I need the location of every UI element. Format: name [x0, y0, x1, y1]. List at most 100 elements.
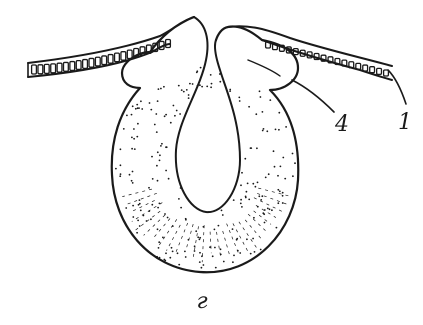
stipple-dot	[206, 86, 208, 88]
stipple-dot	[119, 175, 121, 177]
stipple-dot	[277, 189, 279, 191]
stipple-dot	[238, 97, 240, 99]
hatch-line	[254, 198, 283, 212]
stipple-dot	[199, 237, 201, 239]
stipple-dot	[129, 174, 131, 176]
stipple-dot	[269, 99, 271, 101]
stipple-dot	[260, 199, 262, 201]
stipple-dot	[277, 202, 279, 204]
stipple-dot	[278, 112, 280, 114]
stipple-dot	[194, 250, 196, 252]
stipple-dot	[194, 245, 196, 247]
stipple-dot	[159, 154, 161, 156]
stipple-dot	[140, 210, 142, 212]
stipple-dot	[282, 157, 284, 159]
ectoderm-cell	[64, 62, 69, 71]
stipple-dot	[132, 205, 134, 207]
stipple-dot	[276, 227, 278, 229]
stipple-dot	[158, 88, 160, 90]
stipple-dot	[259, 90, 261, 92]
stipple-dot	[170, 122, 172, 124]
stipple-dot	[257, 182, 259, 184]
stipple-dot	[201, 86, 203, 88]
stipple-dot	[269, 208, 271, 210]
hatch-line	[239, 222, 257, 248]
stipple-dot	[150, 109, 152, 111]
stipple-dot	[165, 146, 167, 148]
stipple-dot	[240, 184, 242, 186]
stipple-dot	[236, 239, 238, 241]
ectoderm-cell	[70, 62, 75, 71]
stipple-dot	[180, 207, 182, 209]
stipple-dot	[185, 218, 187, 220]
stipple-dot	[260, 96, 262, 98]
stipple-dot	[294, 162, 296, 164]
stipple-dot	[178, 85, 180, 87]
left-ectoderm-layer	[28, 17, 194, 77]
stipple-dot	[219, 81, 221, 83]
stipple-dot	[262, 130, 264, 132]
stipple-dot	[160, 88, 162, 90]
stipple-dot	[203, 264, 205, 266]
stipple-dot	[156, 256, 158, 258]
panel-label: г	[196, 289, 207, 314]
stipple-dot	[167, 217, 169, 219]
stipple-dot	[248, 199, 250, 201]
stipple-dot	[174, 115, 176, 117]
hatch-line	[257, 193, 288, 204]
stipple-dot	[185, 256, 187, 258]
stipple-dot	[215, 267, 217, 269]
stipple-dot	[271, 209, 273, 211]
stipple-dot	[150, 218, 152, 220]
stipple-dot	[141, 108, 143, 110]
stipple-dot	[148, 187, 150, 189]
hatch-line	[217, 232, 221, 258]
hatch-line	[223, 231, 230, 255]
invagination-cup	[112, 17, 299, 272]
stipple-dot	[157, 151, 159, 153]
stipple-dot	[168, 178, 170, 180]
stipple-dot	[278, 129, 280, 131]
stipple-dot	[218, 225, 220, 227]
stipple-dot	[178, 264, 180, 266]
hatch-line	[122, 189, 152, 197]
stipple-dot	[265, 177, 267, 179]
ectoderm-cell	[108, 55, 113, 64]
stipple-dot	[255, 113, 257, 115]
stipple-dot	[244, 158, 246, 160]
stipple-dot	[138, 107, 140, 109]
stipple-dot	[210, 74, 212, 76]
stipple-dot	[229, 89, 231, 91]
stipple-dot	[164, 260, 166, 262]
stipple-dot	[178, 198, 180, 200]
stipple-dot	[239, 100, 241, 102]
stipple-dot	[280, 166, 282, 168]
stipple-dot	[292, 153, 294, 155]
stipple-dot	[133, 128, 135, 130]
stipple-dot	[197, 85, 199, 87]
stipple-dot	[158, 241, 160, 243]
stipple-dot	[179, 113, 181, 115]
ectoderm-cell	[115, 53, 120, 62]
ectoderm-cell	[384, 70, 389, 76]
stipple-dot	[273, 150, 275, 152]
hatch-line	[132, 203, 163, 222]
stipple-dot	[240, 203, 242, 205]
stipple-dot	[282, 195, 284, 197]
stipple-dot	[274, 166, 276, 168]
stipple-dot	[250, 147, 252, 149]
stipple-dot	[157, 100, 159, 102]
stipple-dot	[165, 170, 167, 172]
stipple-dot	[253, 217, 255, 219]
stipple-dot	[239, 252, 241, 254]
stipple-dot	[132, 105, 134, 107]
stipple-dot	[275, 129, 277, 131]
stipple-dot	[140, 100, 142, 102]
stipple-dot	[214, 247, 216, 249]
stipple-dot	[241, 206, 243, 208]
stipple-dot	[159, 257, 161, 259]
stipple-dot	[195, 230, 197, 232]
stipple-dot	[285, 126, 287, 128]
cell-stipple	[115, 67, 296, 269]
